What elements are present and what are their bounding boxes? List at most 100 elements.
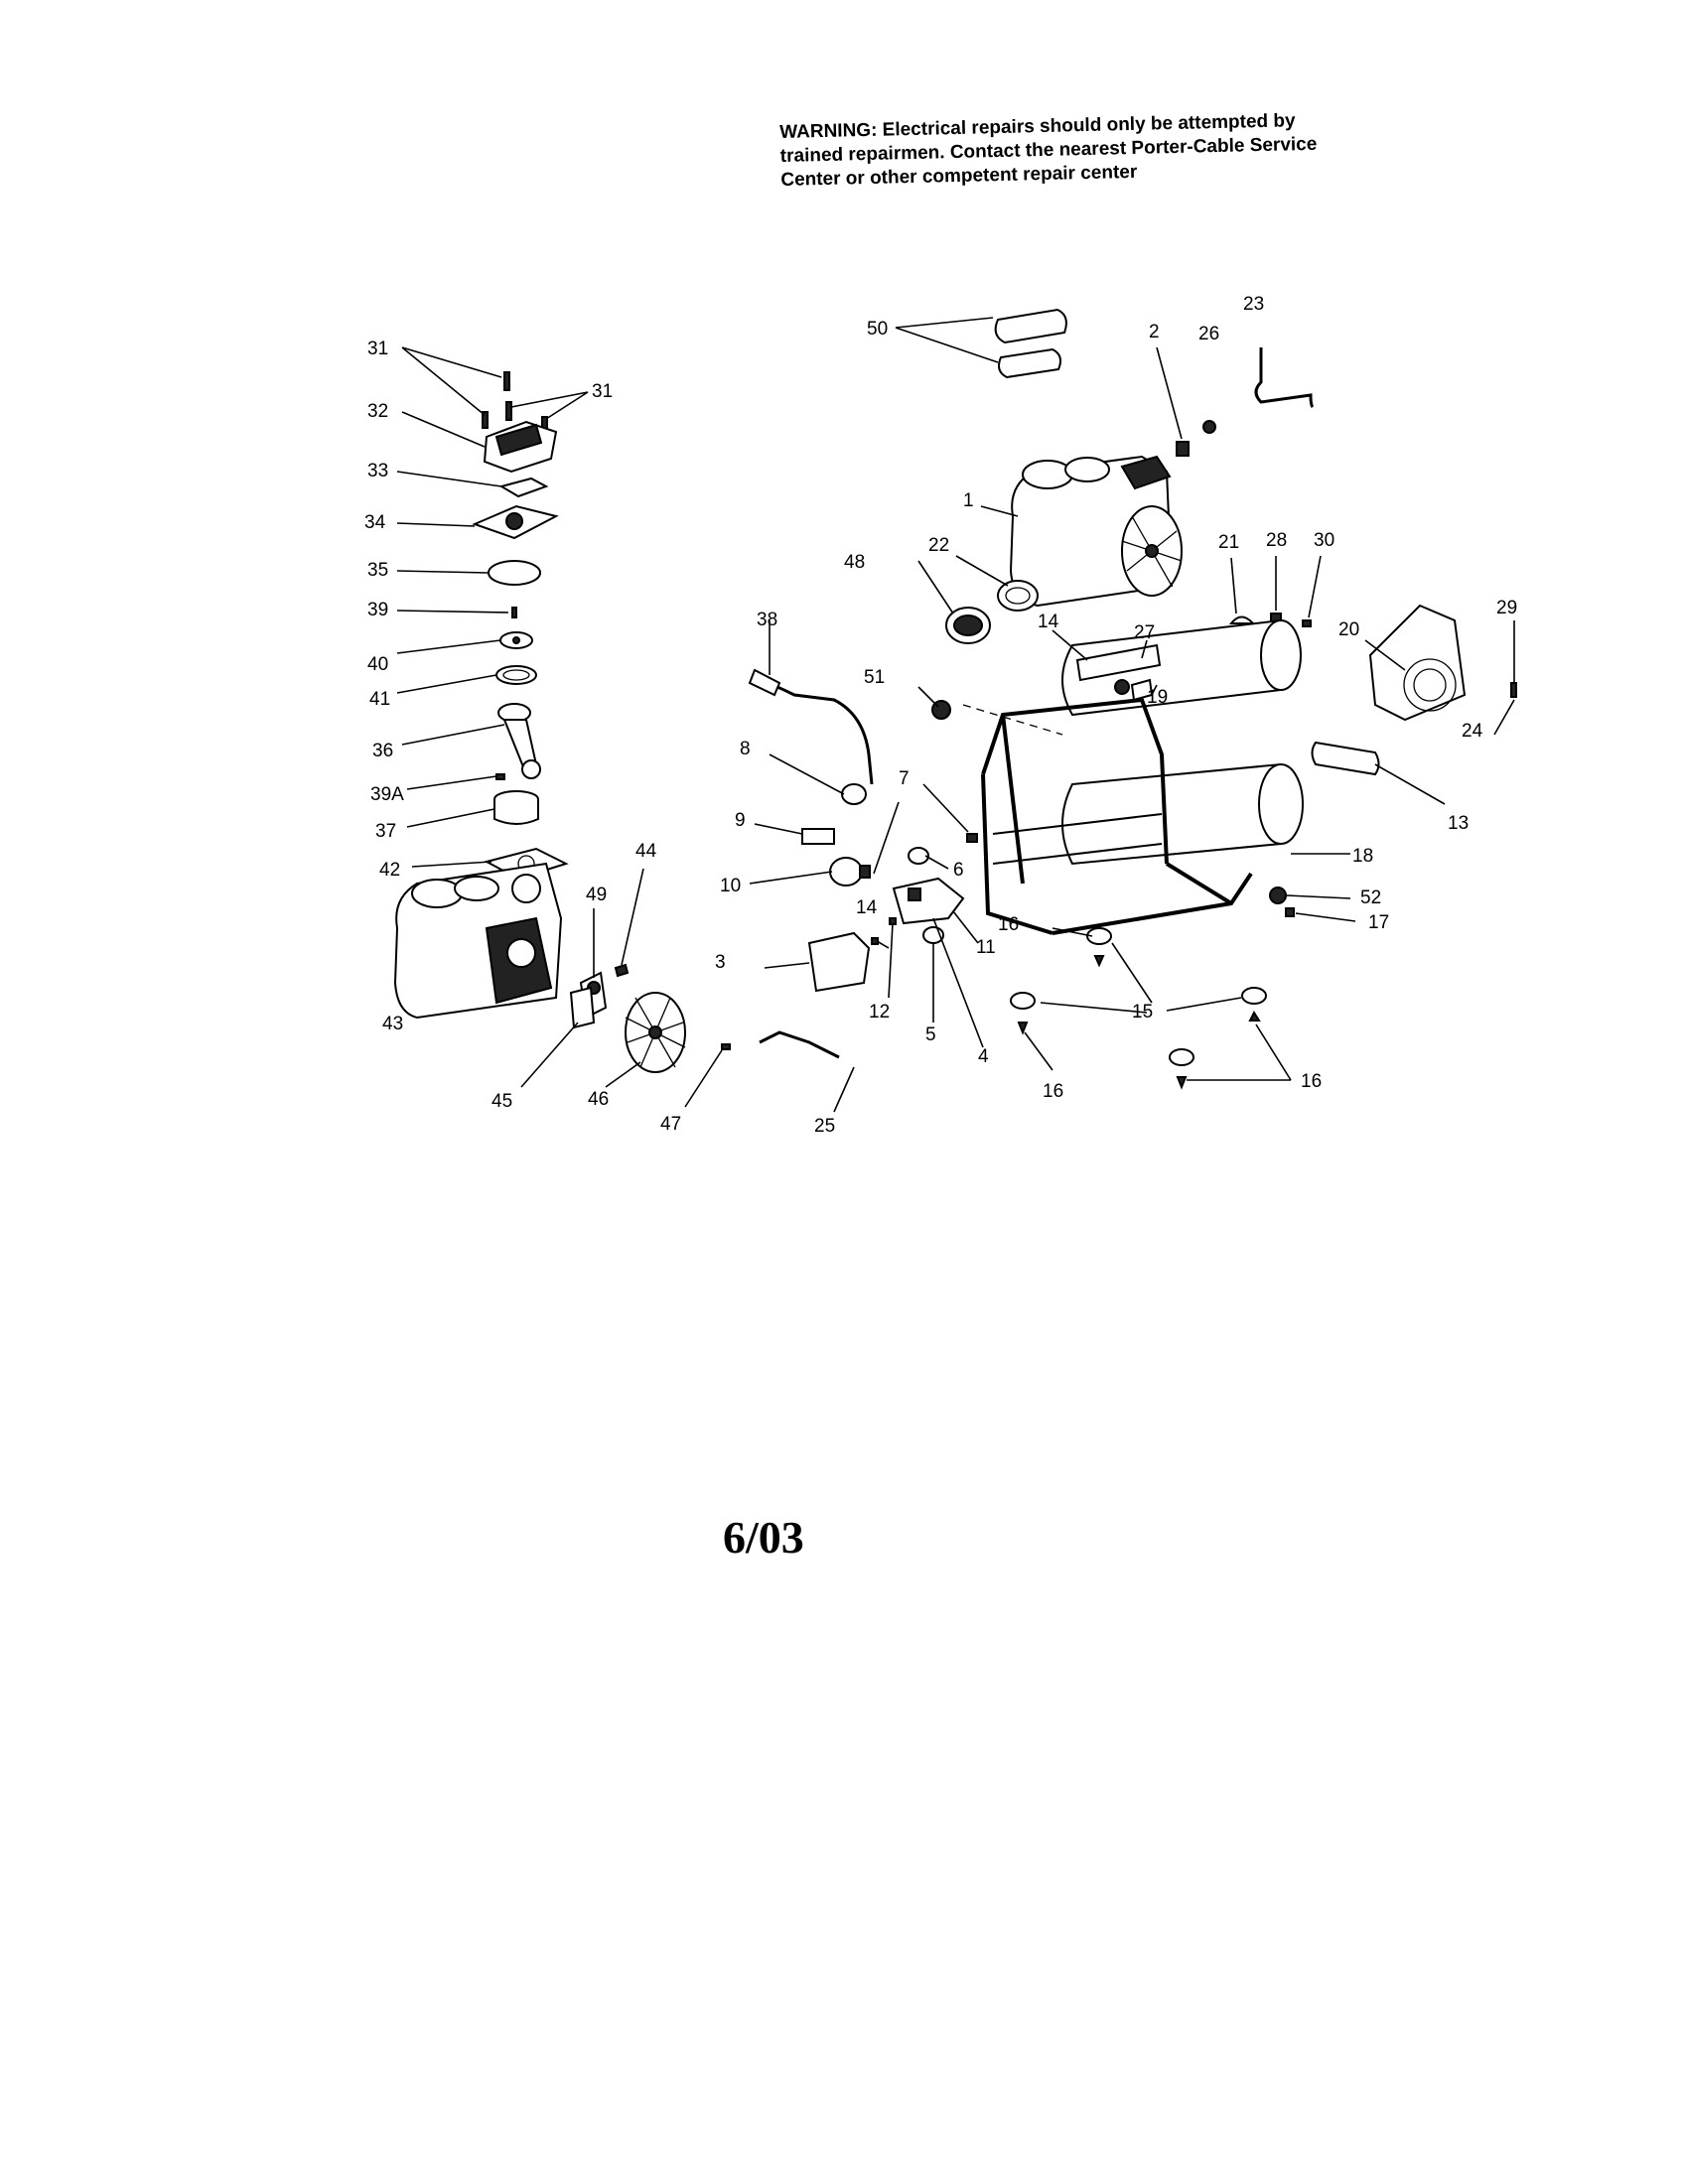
callout-45: 45 <box>491 1091 512 1112</box>
callout-16-lower: 16 <box>1043 1081 1063 1102</box>
part-13-handle-grip <box>1311 741 1380 776</box>
callout-3: 3 <box>715 952 726 973</box>
callout-23: 23 <box>1243 294 1264 315</box>
callout-17: 17 <box>1368 912 1389 933</box>
part-7-plug <box>966 833 978 843</box>
part-35-o-ring <box>488 560 541 586</box>
part-46-fan <box>625 992 686 1073</box>
callout-15: 15 <box>1132 1002 1153 1023</box>
callout-20: 20 <box>1338 619 1359 640</box>
part-43-motor-housing <box>393 862 563 1020</box>
part-40-washer <box>499 631 533 649</box>
callout-25: 25 <box>814 1116 835 1137</box>
callout-9: 9 <box>735 810 746 831</box>
part-38-power-cord <box>748 668 874 785</box>
callout-22: 22 <box>928 535 949 556</box>
part-27-manifold <box>1075 643 1162 682</box>
callout-1: 1 <box>963 490 974 511</box>
callout-47: 47 <box>660 1114 681 1135</box>
callout-46: 46 <box>588 1089 609 1110</box>
part-18-tank-assembly <box>1061 618 1304 866</box>
callout-27: 27 <box>1134 622 1155 643</box>
callout-21: 21 <box>1218 532 1239 553</box>
callout-7: 7 <box>899 768 910 789</box>
callout-14-top: 14 <box>1038 612 1059 632</box>
callout-4: 4 <box>978 1046 989 1067</box>
part-10-gauge <box>829 857 871 887</box>
part-52-17-drain <box>1269 887 1295 917</box>
part-34-valve-plate <box>472 504 559 540</box>
callout-labels: 31 31 32 33 34 35 39 40 41 36 39A 37 42 … <box>364 294 1517 1137</box>
part-48-filter-cover <box>945 607 991 644</box>
callout-12: 12 <box>869 1002 890 1023</box>
part-24-screw <box>1510 682 1517 698</box>
callout-8: 8 <box>740 739 751 759</box>
callout-13: 13 <box>1448 813 1469 834</box>
callout-37: 37 <box>375 821 396 842</box>
part-20-shroud <box>1368 604 1467 722</box>
part-32-cylinder-head <box>483 420 558 474</box>
callout-26: 26 <box>1198 324 1219 344</box>
callout-38: 38 <box>757 610 777 630</box>
callout-31-left: 31 <box>367 339 388 359</box>
callout-32: 32 <box>367 401 388 422</box>
callout-33: 33 <box>367 461 388 481</box>
callout-19: 19 <box>1147 687 1168 708</box>
part-39-screw <box>511 607 517 618</box>
callout-31-right: 31 <box>592 381 613 402</box>
callout-44: 44 <box>635 841 657 862</box>
part-9-safety-valve <box>801 828 835 845</box>
part-26-nut <box>1202 420 1216 434</box>
callout-48: 48 <box>844 552 865 573</box>
part-50-filter-elements <box>994 308 1067 379</box>
callout-6: 6 <box>953 860 964 881</box>
callout-43: 43 <box>382 1014 403 1034</box>
callout-36: 36 <box>372 741 393 761</box>
frame <box>981 697 1253 935</box>
part-37-cylinder-sleeve <box>493 790 539 825</box>
part-45-bracket <box>569 986 596 1029</box>
part-39a-screw <box>495 773 505 780</box>
callout-16-right: 16 <box>1301 1071 1322 1092</box>
callout-52: 52 <box>1360 887 1381 908</box>
part-6-cap <box>908 847 929 865</box>
callout-2: 2 <box>1149 322 1160 342</box>
callout-28: 28 <box>1266 530 1287 551</box>
callout-30: 30 <box>1314 530 1334 551</box>
callout-42: 42 <box>379 860 400 881</box>
callout-41: 41 <box>369 689 390 710</box>
callout-49: 49 <box>586 885 607 905</box>
callout-10: 10 <box>720 876 741 896</box>
revision-date: 6/03 <box>723 1512 804 1563</box>
part-3-switch-cover <box>807 931 871 993</box>
part-21-28-30-small-parts <box>1228 613 1312 627</box>
callout-14-middle: 14 <box>856 897 878 918</box>
callout-50: 50 <box>867 319 888 340</box>
part-2-fitting <box>1176 441 1190 457</box>
callout-24: 24 <box>1462 721 1483 742</box>
part-41-cup <box>495 665 537 685</box>
part-15-16-feet <box>1010 927 1267 1090</box>
part-25-tube <box>759 1030 840 1059</box>
part-1-pump-motor-assembly <box>1009 455 1183 608</box>
callout-51: 51 <box>864 667 885 688</box>
part-8-knob <box>841 783 867 805</box>
callout-34: 34 <box>364 512 386 533</box>
part-22-filter-housing <box>997 580 1039 612</box>
callout-40: 40 <box>367 654 388 675</box>
callout-16-upper: 16 <box>998 914 1019 935</box>
leader-lines <box>396 317 1515 1113</box>
part-33-valve-gasket <box>498 477 549 498</box>
part-36-connecting-rod <box>497 703 541 779</box>
callout-29: 29 <box>1496 598 1517 618</box>
callout-39: 39 <box>367 600 388 620</box>
part-47-screw <box>721 1043 731 1050</box>
callout-39a: 39A <box>370 784 404 805</box>
callout-11: 11 <box>976 937 996 958</box>
part-31-screws <box>482 371 548 436</box>
callout-18: 18 <box>1352 846 1373 867</box>
callout-5: 5 <box>925 1024 936 1045</box>
part-11-manifold <box>892 877 965 925</box>
exploded-parts-diagram: 31 31 32 33 34 35 39 40 41 36 39A 37 42 … <box>364 294 1517 1137</box>
callout-35: 35 <box>367 560 388 581</box>
